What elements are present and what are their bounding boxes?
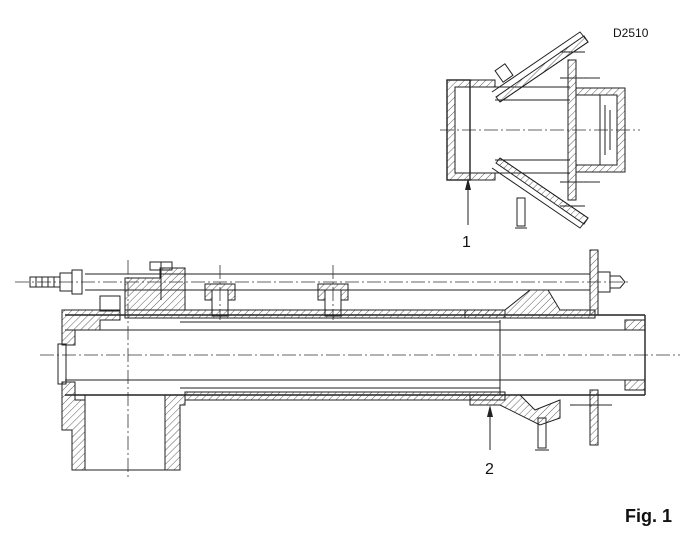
callout-2-label: 2 — [485, 461, 494, 478]
detail-nozzle-assembly — [440, 31, 640, 229]
main-shaft-assembly — [15, 249, 680, 478]
callout-1: 1 — [462, 178, 471, 251]
drawing-code: D2510 — [613, 26, 649, 40]
callout-2: 2 — [485, 405, 494, 478]
figure-label: Fig. 1 — [625, 506, 672, 526]
callout-1-label: 1 — [462, 234, 471, 251]
